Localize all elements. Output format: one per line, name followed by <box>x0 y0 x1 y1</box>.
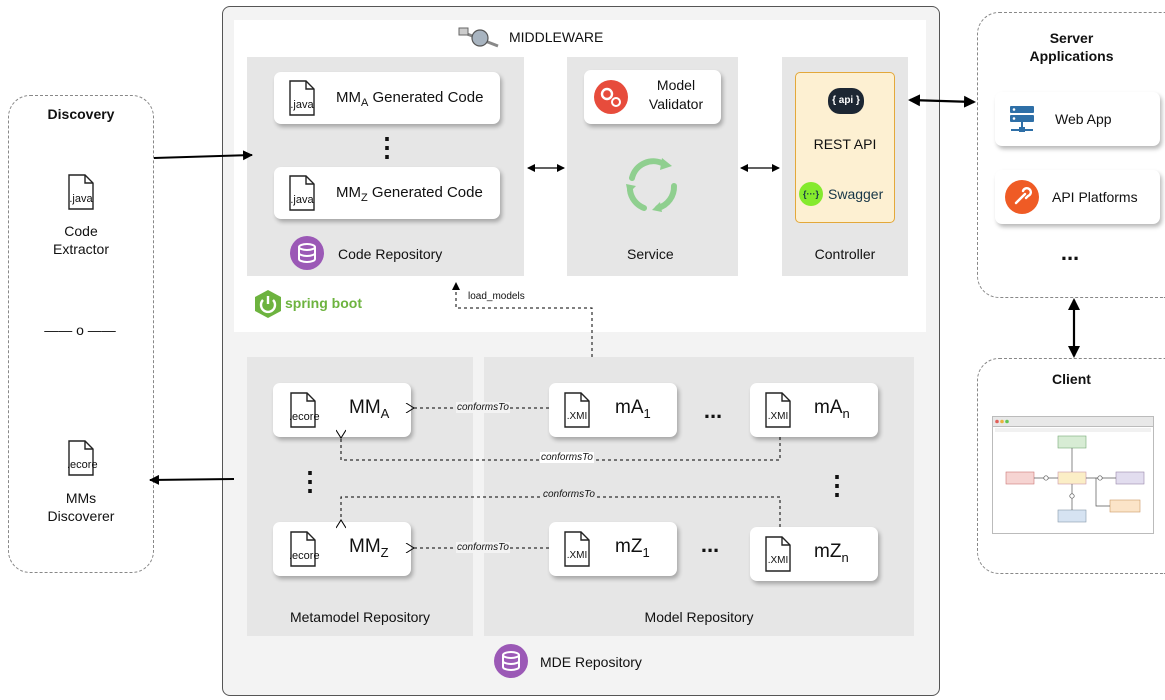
web-app-card: Web App <box>995 92 1160 146</box>
api-platforms-card: API Platforms <box>995 170 1160 224</box>
client-title: Client <box>1052 371 1091 387</box>
database-icon <box>494 644 528 678</box>
swagger-icon: {···} <box>799 182 823 206</box>
code-ellipsis: ⋮ <box>374 132 400 162</box>
model-hdots-bottom: ... <box>700 532 720 557</box>
man-label: mAn <box>814 397 850 421</box>
java-file-icon: .java <box>67 174 95 210</box>
rest-api-label: REST API <box>813 136 877 152</box>
java-file-icon: .java <box>288 175 316 211</box>
controller-label: Controller <box>814 246 876 262</box>
model-vdots: ⋮ <box>824 470 850 500</box>
web-app-label: Web App <box>1055 111 1112 127</box>
mma-label: MMA <box>349 397 390 421</box>
gears-icon <box>594 80 628 114</box>
man-model-card: .XMI mAn <box>750 383 878 437</box>
discovery-title: Discovery <box>47 106 115 122</box>
mz1-model-card: .XMI mZ1 <box>549 522 677 576</box>
refresh-cycle-icon <box>618 150 688 220</box>
postman-icon <box>1005 180 1039 214</box>
mma-generated-code-label: MMA Generated Code <box>336 89 484 109</box>
api-badge-icon: { api } <box>828 88 864 114</box>
mmz-generated-code-card: .java MMZ Generated Code <box>274 167 500 219</box>
api-platforms-label: API Platforms <box>1052 189 1138 205</box>
middleware-title: MIDDLEWARE <box>509 29 604 45</box>
metamodel-vdots: ⋮ <box>297 466 323 496</box>
xmi-file-icon: .XMI <box>764 536 792 572</box>
xmi-file-icon: .XMI <box>563 531 591 567</box>
database-icon <box>290 236 324 270</box>
server-more-ellipsis: ... <box>1060 240 1080 265</box>
ecore-file-icon: .ecore <box>289 392 320 428</box>
alternative-separator: —— o —— <box>44 322 116 338</box>
mzn-model-card: .XMI mZn <box>750 527 878 581</box>
model-repository-label: Model Repository <box>644 609 754 625</box>
mmz-generated-code-label: MMZ Generated Code <box>336 184 483 204</box>
xmi-file-icon: .XMI <box>563 392 591 428</box>
swagger-label: Swagger <box>828 186 884 202</box>
conforms-to-label-a: conformsTo <box>456 402 510 413</box>
xmi-file-icon: .XMI <box>764 392 792 428</box>
ma1-model-card: .XMI mA1 <box>549 383 677 437</box>
load-models-label: load_models <box>468 291 525 302</box>
mzn-label: mZn <box>814 541 849 565</box>
mde-repository-label: MDE Repository <box>540 654 642 670</box>
metamodel-repository-label: Metamodel Repository <box>289 609 431 625</box>
client-screenshot-thumbnail <box>992 416 1154 534</box>
server-icon <box>1007 104 1037 134</box>
mma-metamodel-card: .ecore MMA <box>273 383 411 437</box>
conforms-to-label-z: conformsTo <box>456 542 510 553</box>
java-file-icon: .java <box>288 80 316 116</box>
model-hdots-top: ... <box>703 398 723 423</box>
mmz-label: MMZ <box>349 536 389 560</box>
ecore-file-icon: .ecore <box>67 440 98 476</box>
service-label: Service <box>627 246 674 262</box>
mmz-metamodel-card: .ecore MMZ <box>273 522 411 576</box>
conforms-to-label-mzn: conformsTo <box>542 489 596 500</box>
satellite-icon <box>458 24 502 52</box>
code-repository-label: Code Repository <box>338 246 443 262</box>
conforms-to-label-man: conformsTo <box>540 452 594 463</box>
ma1-label: mA1 <box>615 397 651 421</box>
ecore-file-icon: .ecore <box>289 531 320 567</box>
spring-boot-label: spring boot <box>285 295 362 311</box>
mz1-label: mZ1 <box>615 536 650 560</box>
spring-boot-icon <box>253 289 283 319</box>
mma-generated-code-card: .java MMA Generated Code <box>274 72 500 124</box>
